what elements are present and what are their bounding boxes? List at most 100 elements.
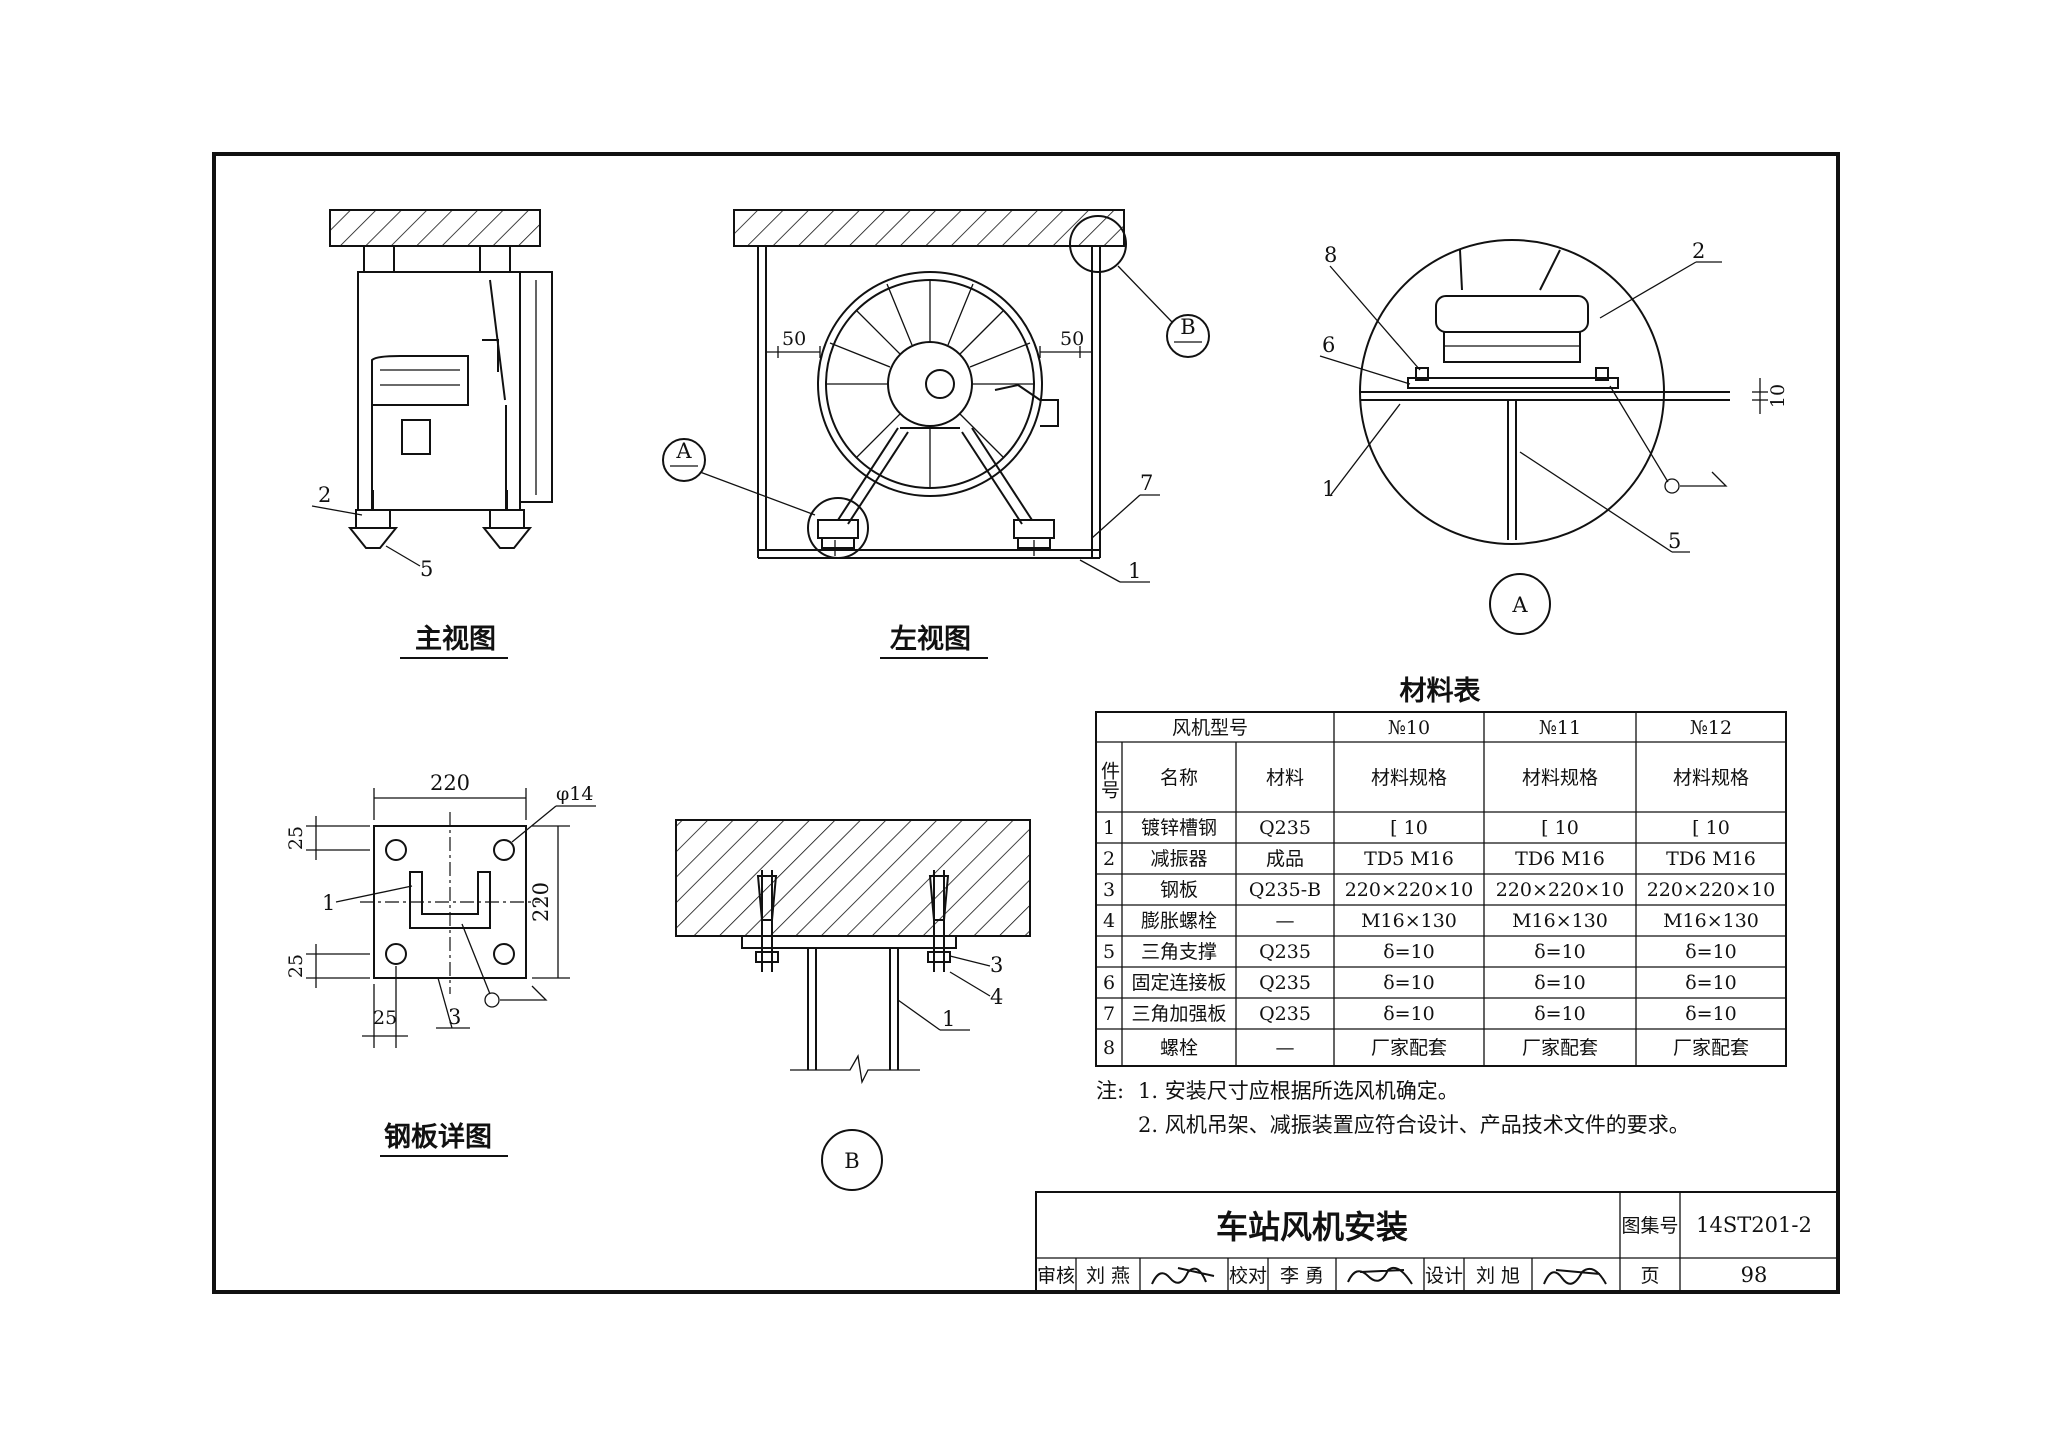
dimension-label: 10 [1767, 384, 1789, 408]
callout-label: 1 [322, 891, 335, 915]
dimension-label: 25 [285, 826, 307, 850]
bolt-hole [493, 839, 515, 861]
reviewer-signature [1151, 1267, 1215, 1285]
dimension-label: 50 [1060, 328, 1084, 350]
spec-header: 材料规格 [1673, 767, 1749, 789]
row-no: 5 [1103, 941, 1115, 963]
callout-label: 4 [990, 985, 1003, 1009]
isolator-top [1435, 295, 1589, 333]
row-spec: δ=10 [1534, 1003, 1586, 1025]
callout-label: 7 [1140, 471, 1153, 495]
note-item: 2. 风机吊架、减振装置应符合设计、产品技术文件的要求。 [1138, 1113, 1690, 1137]
row-material: — [1276, 910, 1295, 932]
row-name: 减振器 [1150, 848, 1207, 870]
front-view-title: 主视图 [415, 624, 496, 655]
notes-prefix: 注: [1096, 1079, 1124, 1103]
channel-section [409, 871, 491, 929]
vibration-isolator [817, 519, 859, 549]
vibration-isolator [1013, 519, 1055, 549]
plate-detail: 220 220 25 25 25 φ14 1 3 钢板详图 [285, 771, 596, 1157]
ceiling-slab [329, 209, 541, 247]
row-name: 三角支撑 [1141, 941, 1217, 963]
col-material-header: 材料 [1266, 767, 1304, 789]
detail-ref-b: B [1180, 315, 1195, 339]
front-view: 2 5 主视图 [311, 209, 553, 659]
steel-plate [1407, 377, 1619, 389]
row-spec: δ=10 [1685, 1003, 1737, 1025]
detail-b-label [821, 1129, 883, 1191]
row-spec: 厂家配套 [1371, 1037, 1447, 1059]
left-view-title: 左视图 [890, 624, 971, 655]
table-row: 6 固定连接板 Q235 δ=10 δ=10 δ=10 [1103, 972, 1737, 994]
row-no: 4 [1103, 910, 1115, 932]
row-name: 螺栓 [1160, 1037, 1198, 1059]
row-material: Q235 [1259, 817, 1311, 839]
callout-label: 2 [1692, 239, 1705, 263]
row-spec: δ=10 [1383, 972, 1435, 994]
bolt-hole [493, 943, 515, 965]
callout-label: 3 [990, 953, 1003, 977]
motor [371, 355, 469, 406]
vibration-isolator [481, 490, 533, 549]
row-spec: TD6 M16 [1666, 848, 1756, 870]
fixing-plate [741, 935, 957, 949]
row-no: 8 [1103, 1037, 1115, 1059]
callout-label: 5 [420, 557, 433, 581]
row-no: 1 [1103, 817, 1115, 839]
row-no: 7 [1103, 1003, 1115, 1025]
row-name: 三角加强板 [1131, 1003, 1226, 1025]
detail-marker-a [662, 438, 706, 482]
page-label: 页 [1640, 1265, 1659, 1287]
atlas-label: 图集号 [1621, 1215, 1678, 1237]
vibration-isolator [347, 490, 399, 549]
checker-signature [1347, 1266, 1413, 1285]
table-row: 7 三角加强板 Q235 δ=10 δ=10 δ=10 [1103, 1003, 1737, 1025]
title-block: 车站风机安装 图集号 14ST201-2 页 98 审核 刘 燕 校对 李 勇 … [1035, 1191, 1839, 1293]
row-spec: δ=10 [1383, 941, 1435, 963]
callout-label: 5 [1668, 529, 1681, 553]
review-label: 审核 [1037, 1265, 1075, 1287]
detail-marker-b [1166, 314, 1210, 358]
row-spec: δ=10 [1534, 941, 1586, 963]
callout-label: 3 [448, 1005, 461, 1029]
row-no: 3 [1103, 879, 1115, 901]
row-spec: M16×130 [1361, 910, 1457, 932]
row-spec: [ 10 [1390, 817, 1428, 839]
detail-b-ref: B [844, 1149, 859, 1173]
callout-label: 1 [1128, 559, 1141, 583]
detail-a-ref: A [1511, 593, 1528, 617]
row-spec: δ=10 [1534, 972, 1586, 994]
design-label: 设计 [1425, 1265, 1463, 1287]
detail-ref-a: A [675, 439, 692, 463]
dimension-label: 25 [285, 954, 307, 978]
table-row: 1 镀锌槽钢 Q235 [ 10 [ 10 [ 10 [1103, 817, 1730, 839]
fan-housing [357, 271, 521, 511]
table-row: 8 螺栓 — 厂家配套 厂家配套 厂家配套 [1103, 1037, 1749, 1059]
row-name: 镀锌槽钢 [1141, 817, 1217, 839]
row-spec: δ=10 [1685, 941, 1737, 963]
row-spec: 厂家配套 [1522, 1037, 1598, 1059]
sheet-border [212, 152, 1840, 1294]
row-spec: M16×130 [1512, 910, 1608, 932]
table-row: 5 三角支撑 Q235 δ=10 δ=10 δ=10 [1103, 941, 1737, 963]
bolt-hole [385, 839, 407, 861]
atlas-number: 14ST201-2 [1696, 1213, 1812, 1237]
note-item: 1. 安装尺寸应根据所选风机确定。 [1138, 1079, 1459, 1103]
row-spec: δ=10 [1383, 1003, 1435, 1025]
callout-label: 2 [318, 483, 331, 507]
dimension-label: 50 [782, 328, 806, 350]
model-label: 风机型号 [1172, 717, 1248, 739]
drawing-title: 车站风机安装 [1216, 1208, 1408, 1246]
row-spec: δ=10 [1685, 972, 1737, 994]
notes: 注: 1. 安装尺寸应根据所选风机确定。 2. 风机吊架、减振装置应符合设计、产… [1096, 1079, 1690, 1137]
fan-hub [887, 341, 973, 427]
model-header: №12 [1690, 717, 1732, 739]
col-name-header: 名称 [1160, 767, 1198, 789]
detail-a-label [1489, 573, 1551, 635]
row-spec: [ 10 [1692, 817, 1730, 839]
row-spec: 220×220×10 [1496, 879, 1625, 901]
spec-header: 材料规格 [1371, 767, 1447, 789]
model-header: №11 [1539, 717, 1581, 739]
fan-casing [817, 271, 1043, 497]
